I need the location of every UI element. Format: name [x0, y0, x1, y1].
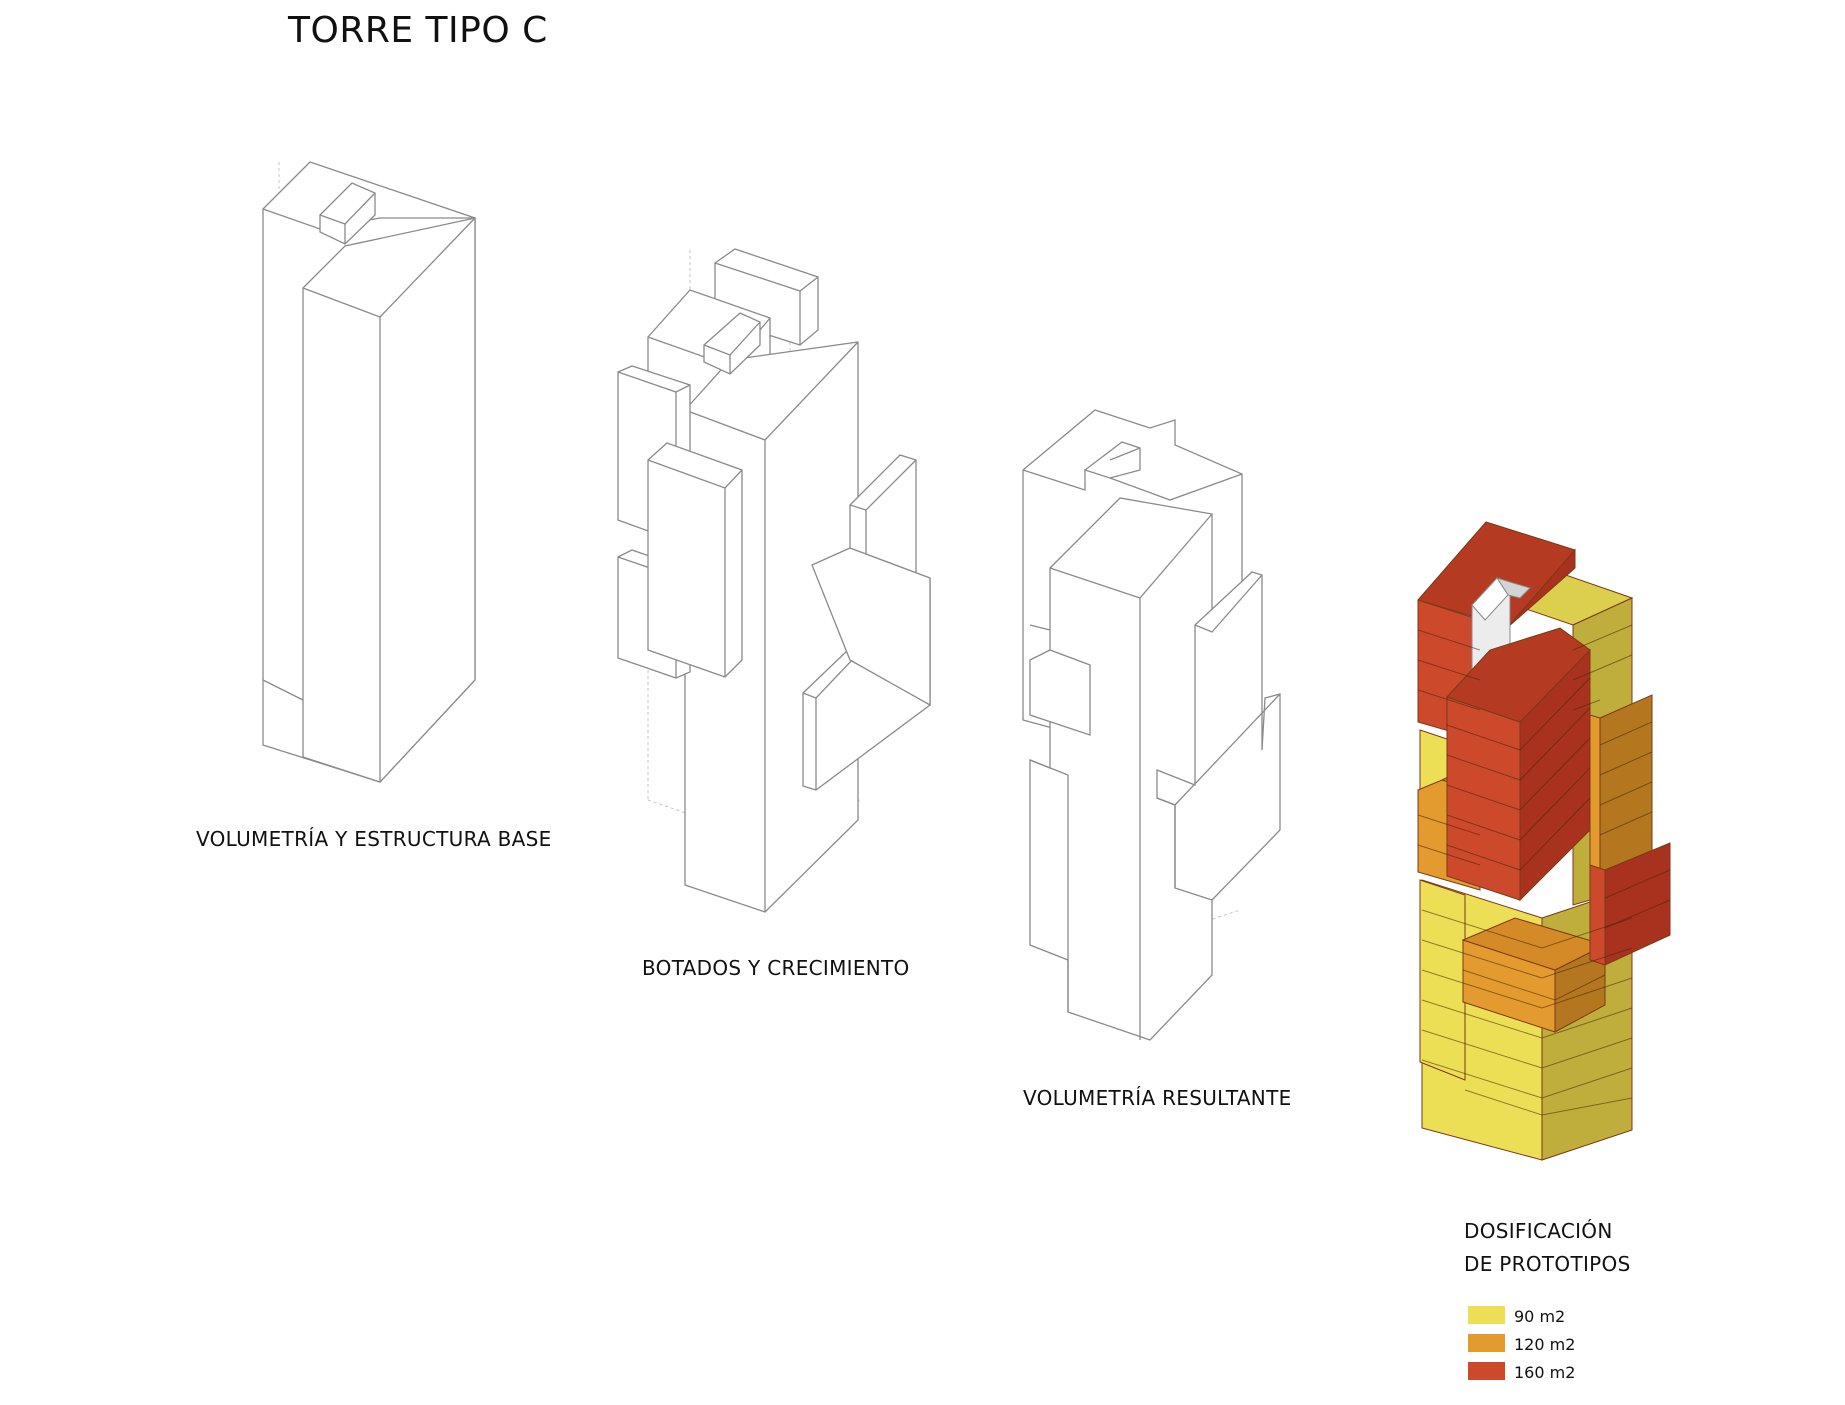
legend-label-120: 120 m2: [1514, 1335, 1575, 1354]
caption-botados-crecimiento: BOTADOS Y CRECIMIENTO: [642, 956, 910, 980]
diagram-dosificacion: [1418, 522, 1670, 1160]
legend-swatch-160: [1468, 1362, 1505, 1380]
diagram-base-volume: [263, 162, 475, 782]
legend-label-90: 90 m2: [1514, 1307, 1565, 1326]
diagram-volumetria-resultante: [1023, 410, 1280, 1040]
caption-volumetria-base: VOLUMETRÍA Y ESTRUCTURA BASE: [196, 827, 552, 851]
legend-label-160: 160 m2: [1514, 1363, 1575, 1382]
dosificacion-heading: DOSIFICACIÓN DE PROTOTIPOS: [1464, 1215, 1631, 1281]
dosificacion-heading-line1: DOSIFICACIÓN: [1464, 1215, 1631, 1248]
dosificacion-heading-line2: DE PROTOTIPOS: [1464, 1248, 1631, 1281]
legend-swatch-120: [1468, 1334, 1505, 1352]
diagram-botados-crecimiento: [618, 249, 930, 912]
caption-volumetria-resultante: VOLUMETRÍA RESULTANTE: [1023, 1086, 1292, 1110]
legend-swatch-90: [1468, 1306, 1505, 1324]
